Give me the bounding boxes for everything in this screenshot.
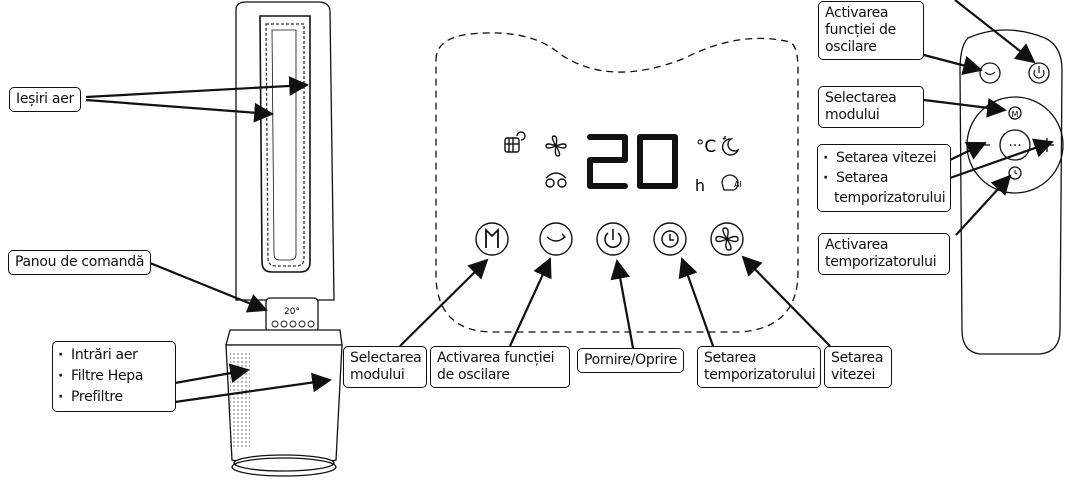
air-outlets-label: Ieșiri aer: [16, 91, 74, 107]
callout-select-mode: Selectarea modului: [343, 346, 427, 388]
fan-button-icon: [715, 227, 739, 251]
filter-icon: [504, 131, 526, 153]
remote-oscillation-line2: funcției de: [825, 22, 896, 38]
oscillate-button-icon: [546, 233, 567, 242]
oscillation-button[interactable]: [539, 222, 573, 256]
speed-line2: vitezei: [831, 367, 876, 383]
power-label: Pornire/Oprire: [584, 352, 677, 368]
timer-clock-icon: [661, 230, 679, 248]
mode-button[interactable]: [475, 222, 509, 256]
remote-mode-letter: M: [1012, 110, 1019, 119]
callout-power: Pornire/Oprire: [577, 348, 684, 373]
callout-remote-timer-activate: Activarea temporizatorului: [818, 233, 950, 275]
hours-icon: h: [695, 176, 705, 195]
callout-oscillation: Activarea funcției de oscilare: [430, 346, 570, 388]
remote-timer-set-line1: Setarea: [824, 168, 944, 188]
remote-timer-set-line2: temporizatorului: [834, 190, 946, 206]
oscillation-icon: [545, 172, 567, 188]
remote-oscillation-line1: Activarea: [825, 5, 889, 21]
callout-arrows: [85, 0, 1054, 404]
callout-speed: Setarea vitezei: [824, 346, 892, 388]
oscillation-line1: Activarea funcției: [437, 350, 555, 366]
speed-line1: Setarea: [831, 350, 884, 366]
remote-select-mode-line2: modului: [825, 107, 880, 123]
ai-label: AI: [734, 180, 742, 189]
tower-mini-display: 20°: [284, 307, 300, 317]
remote-oscillation-line3: oscilare: [825, 39, 877, 55]
fan-speed-icon: [545, 135, 567, 157]
select-mode-line1: Selectarea: [350, 350, 422, 366]
prefilters-label: Prefiltre: [59, 387, 169, 408]
timer-line1: Setarea: [704, 350, 757, 366]
callout-remote-select-mode: Selectarea modului: [818, 86, 924, 128]
hepa-filters-label: Filtre Hepa: [59, 366, 169, 387]
mode-m-icon: [485, 227, 499, 248]
remote-speed-label: Setarea vitezei: [824, 148, 944, 168]
power-button[interactable]: [596, 222, 630, 256]
remote-center-button[interactable]: [999, 129, 1031, 161]
callout-remote-oscillation: Activarea funcției de oscilare: [818, 1, 924, 60]
control-panel-label: Panou de comandă: [15, 254, 145, 270]
callout-timer: Setarea temporizatorului: [697, 346, 821, 388]
celsius-icon: °C: [696, 137, 716, 157]
callout-air-outlets: Ieșiri aer: [9, 87, 81, 112]
oscillation-line2: de oscilare: [437, 367, 510, 383]
fan-button[interactable]: [710, 222, 744, 256]
remote-select-mode-line1: Selectarea: [825, 90, 897, 106]
ai-mode-icon: [721, 174, 739, 191]
power-icon: [604, 229, 622, 248]
tower-mini-buttons: [271, 320, 315, 328]
tower-fan: [225, 1, 343, 477]
remote-control: [959, 29, 1064, 355]
callout-control-panel: Panou de comandă: [8, 250, 152, 275]
control-panel-outline: [435, 32, 799, 333]
select-mode-line2: modului: [350, 367, 405, 383]
remote-timer-activate-line1: Activarea: [825, 237, 889, 253]
callout-air-inlets-filters: Intrări aer Filtre Hepa Prefiltre: [52, 341, 176, 412]
remote-timer-activate-line2: temporizatorului: [825, 254, 937, 270]
callout-remote-speed-timer: Setarea vitezei Setarea temporizatorului: [817, 144, 951, 212]
remote-power-button[interactable]: [1028, 62, 1050, 84]
sleep-moon-icon: [721, 136, 740, 156]
timer-button[interactable]: [653, 222, 687, 256]
timer-line2: temporizatorului: [704, 367, 816, 383]
remote-center-dots: ···: [1008, 138, 1021, 154]
air-inlets-label: Intrări aer: [59, 345, 169, 366]
temperature-digits: [587, 134, 678, 189]
